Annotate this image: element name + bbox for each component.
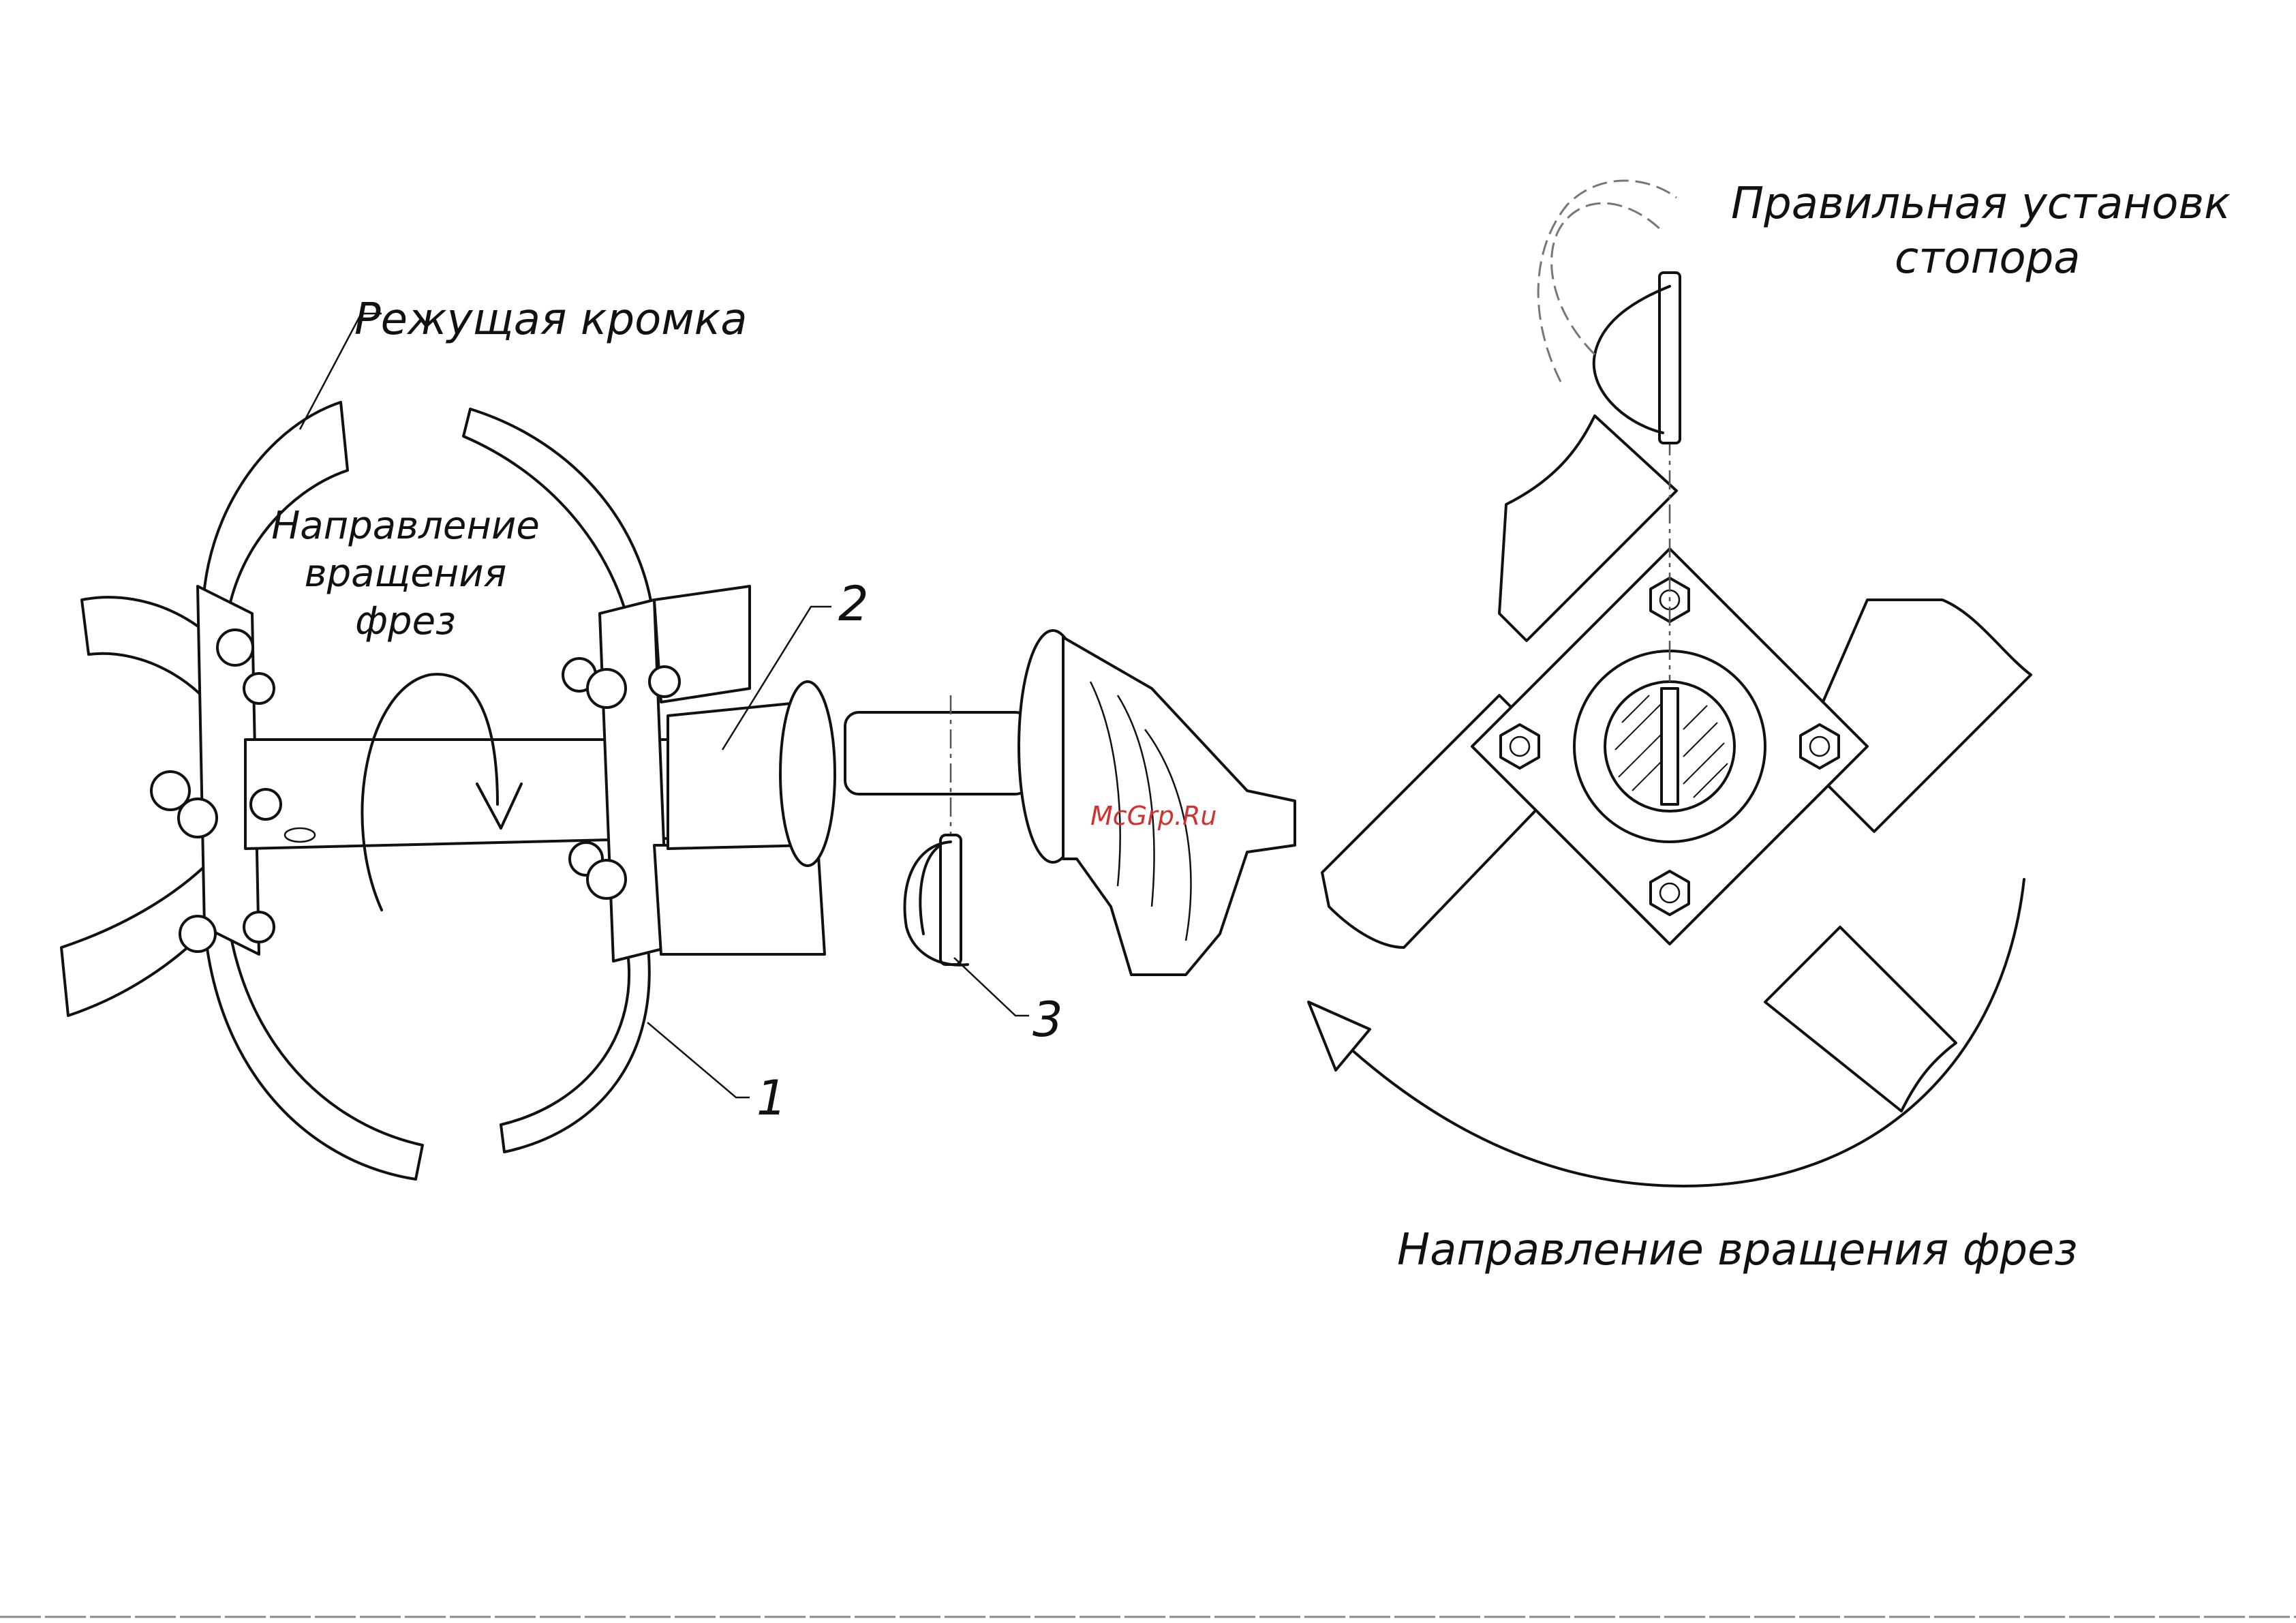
callout-part3: 3: [1032, 992, 1063, 1048]
leader-part1: [647, 1022, 750, 1097]
watermark: McGrp.Ru: [1090, 801, 1216, 831]
label-correct-install-1: Правильная установк: [1731, 179, 2231, 229]
callout-part2: 2: [838, 576, 869, 632]
blade-lower-right-outer: [501, 941, 649, 1152]
detail-lock-pin: [1659, 273, 1680, 443]
gearbox-output: [845, 631, 1295, 975]
rotation-arrow-right-head: [1308, 1002, 1370, 1070]
blade-arm-lower-right: [1765, 927, 1956, 1111]
label-rotation-right: Направление вращения фрез: [1397, 1225, 2077, 1275]
lock-pin: [905, 835, 968, 965]
callout-part1: 1: [756, 1070, 787, 1126]
lock-pin-rod: [940, 835, 961, 965]
hub-cross-section-detail: [1308, 181, 2031, 1186]
detail-spring-ghost-1: [1552, 203, 1663, 354]
nut-bottom: [1651, 871, 1689, 915]
leader-lines: [300, 314, 1029, 1097]
label-rotation-left-2: вращения: [305, 551, 507, 596]
label-rotation-left-3: фрез: [355, 599, 456, 643]
nut-left: [1501, 725, 1539, 768]
nut-right: [1801, 725, 1839, 768]
label-cutting-edge: Режущая кромка: [354, 294, 747, 345]
hub-sleeve-flange: [780, 682, 835, 866]
output-shaft: [845, 712, 1029, 794]
detail-spring-ghost-2: [1538, 181, 1677, 382]
label-rotation-left-1: Направление: [271, 504, 540, 548]
pin-in-section: [1662, 688, 1678, 804]
leader-part3: [954, 958, 1029, 1016]
label-correct-install-2: стопора: [1895, 233, 2080, 284]
